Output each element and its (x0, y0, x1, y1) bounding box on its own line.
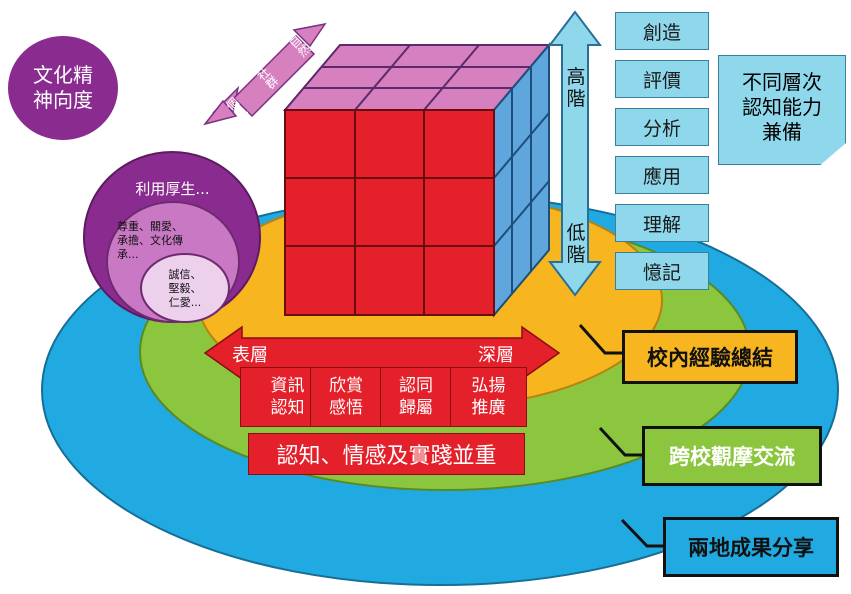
scope-arrow-shaft (232, 34, 316, 118)
culture-title-bubble (8, 36, 118, 140)
stage-appreciation: 欣賞 感悟 (310, 367, 382, 427)
connector-middle (598, 426, 642, 457)
ring-label-inner: 校內經驗總結 (622, 330, 798, 384)
cube (282, 42, 552, 318)
cognitive-low-label: 低 階 (566, 222, 586, 266)
level-apply: 應用 (615, 156, 709, 194)
level-remember: 憶記 (615, 252, 709, 290)
culture-title: 文化精 神向度 (33, 63, 93, 112)
stage-identity: 認同 歸屬 (380, 367, 452, 427)
cognitive-high-label: 高 階 (566, 66, 586, 110)
connector-inner (578, 324, 622, 355)
ring-label-middle: 跨校觀摩交流 (642, 426, 822, 486)
cube-front-face (284, 109, 495, 316)
culture-outer-label: 利用厚生... (135, 180, 210, 198)
depth-left-label: 表層 (232, 345, 268, 366)
level-evaluate: 評價 (615, 60, 709, 98)
culture-middle-label: 尊重、關愛、 承擔、文化傳 承... (117, 220, 183, 261)
level-analyze: 分析 (615, 108, 709, 146)
balance-banner: 認知、情感及實踐並重 (248, 433, 525, 475)
ring-label-outer: 兩地成果分享 (663, 517, 839, 577)
cognitive-arrow (547, 10, 603, 297)
level-understand: 理解 (615, 204, 709, 242)
culture-inner-label: 誠信、 堅毅、 仁愛... (168, 268, 202, 309)
culture-inner-circle (140, 253, 230, 323)
depth-right-label: 深層 (478, 345, 514, 366)
cognitive-note: 不同層次 認知能力 兼備 (718, 55, 846, 165)
connector-outer (620, 518, 663, 548)
scope-arrow (203, 22, 327, 126)
stage-promotion: 弘揚 推廣 (450, 367, 527, 427)
level-create: 創造 (615, 12, 709, 50)
